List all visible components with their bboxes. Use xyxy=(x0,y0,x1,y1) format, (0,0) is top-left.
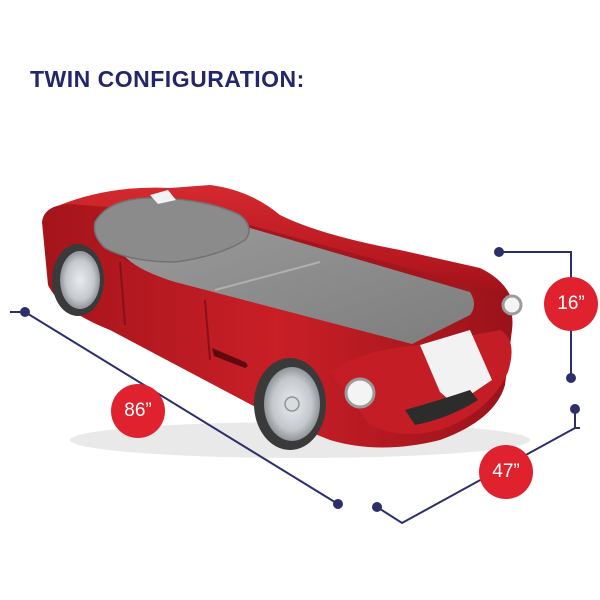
racing-stripe xyxy=(420,330,492,405)
front-grille xyxy=(405,390,478,425)
dimension-line-length xyxy=(10,307,343,509)
mattress-seam xyxy=(214,261,321,291)
mattress xyxy=(120,228,474,344)
side-vent xyxy=(212,348,248,368)
dimension-line-height xyxy=(494,247,576,383)
width-badge: 47” xyxy=(479,445,533,499)
length-badge: 86” xyxy=(111,384,165,438)
headlight-left xyxy=(344,377,376,409)
front-wheel-hub xyxy=(284,396,300,412)
headlight-right xyxy=(501,294,523,316)
rear-wheel-rim xyxy=(60,251,100,309)
racing-stripe-top xyxy=(150,190,176,204)
height-badge: 16” xyxy=(544,277,598,331)
side-door-seam xyxy=(119,261,211,361)
page-title: TWIN CONFIGURATION: xyxy=(30,66,305,92)
